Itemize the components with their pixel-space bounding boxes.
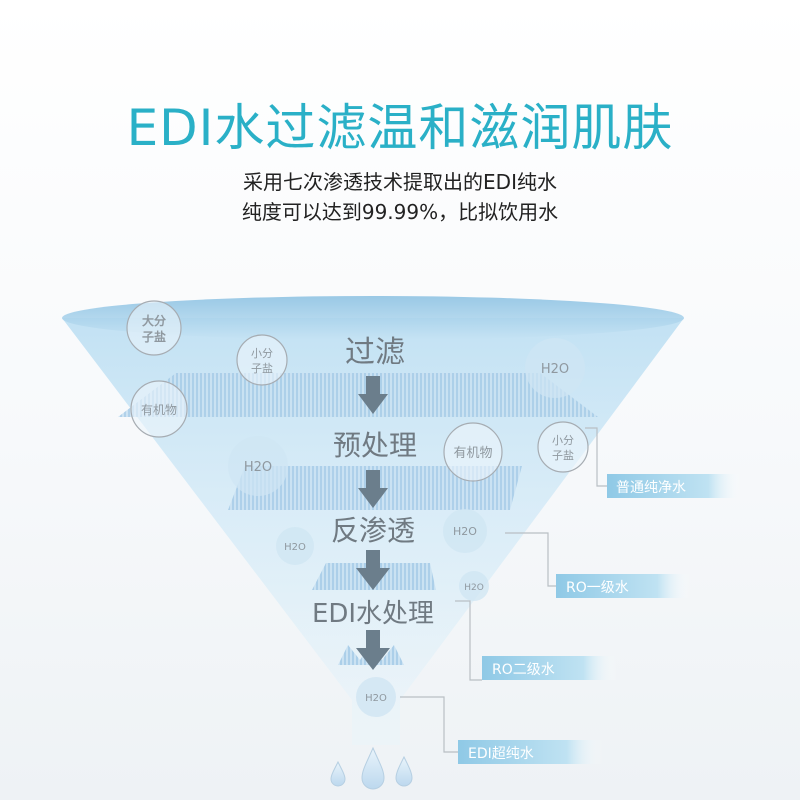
arrow-down-icon (358, 470, 388, 508)
bubble-small-salt: 小分 子盐 (537, 421, 589, 473)
connector-line (585, 427, 607, 487)
svg-text:H2O: H2O (541, 362, 569, 377)
svg-text:H2O: H2O (284, 542, 306, 553)
svg-text:小分: 小分 (552, 434, 574, 447)
connector-line (455, 600, 482, 681)
svg-text:H2O: H2O (244, 460, 272, 475)
svg-text:H2O: H2O (453, 525, 477, 538)
svg-text:H2O: H2O (365, 693, 387, 704)
svg-text:普通纯净水: 普通纯净水 (616, 480, 686, 496)
svg-text:有机物: 有机物 (141, 403, 177, 417)
bubble-water: H2O (525, 338, 585, 398)
water-drop-icon (395, 755, 413, 787)
arrow-down-icon (356, 630, 390, 670)
tag-ro-level-2: RO二级水 (482, 656, 617, 680)
svg-text:小分: 小分 (251, 347, 273, 360)
arrow-down-icon (356, 550, 390, 590)
bubble-small-salt: 小分 子盐 (236, 334, 288, 386)
bubble-water: H2O (228, 436, 288, 496)
bubble-water: H2O (443, 509, 487, 553)
stage-label-filter: 过滤 (345, 335, 405, 370)
tag-ro-level-1: RO一级水 (556, 574, 691, 598)
svg-text:EDI超纯水: EDI超纯水 (468, 746, 534, 762)
funnel-rim (62, 296, 684, 340)
svg-text:H2O: H2O (464, 583, 484, 593)
svg-text:RO一级水: RO一级水 (566, 580, 629, 596)
stage-label-pretreatment: 预处理 (333, 429, 417, 462)
stage-label-edi: EDI水处理 (312, 599, 434, 629)
svg-text:子盐: 子盐 (142, 329, 166, 344)
tag-edi-ultrapure: EDI超纯水 (458, 740, 603, 764)
svg-text:有机物: 有机物 (453, 446, 492, 461)
bubble-large-salt: 大分 子盐 (126, 300, 182, 356)
bubble-water: H2O (459, 571, 489, 601)
water-drop-icon (330, 760, 346, 787)
subtitle-line-2: 纯度可以达到99.99%，比拟饮用水 (241, 200, 559, 224)
subtitle-line-1: 采用七次渗透技术提取出的EDI纯水 (243, 170, 557, 194)
filter-layer-1 (118, 373, 598, 417)
svg-text:子盐: 子盐 (552, 449, 574, 462)
arrow-down-icon (358, 376, 388, 414)
water-drop-icon (361, 746, 385, 790)
svg-text:子盐: 子盐 (251, 362, 273, 375)
bubble-organic: 有机物 (130, 380, 188, 438)
svg-text:RO二级水: RO二级水 (492, 662, 555, 678)
funnel-body (62, 318, 684, 745)
bubble-water: H2O (356, 677, 396, 717)
bubble-water: H2O (276, 527, 314, 565)
page-title: EDI水过滤温和滋润肌肤 (126, 99, 674, 157)
svg-text:大分: 大分 (142, 313, 166, 328)
connector-line (505, 532, 556, 587)
stage-label-reverse-osmosis: 反渗透 (331, 514, 415, 547)
bubble-organic: 有机物 (443, 422, 503, 482)
tag-ordinary-pure-water: 普通纯净水 (607, 474, 742, 498)
connector-line (400, 696, 458, 753)
